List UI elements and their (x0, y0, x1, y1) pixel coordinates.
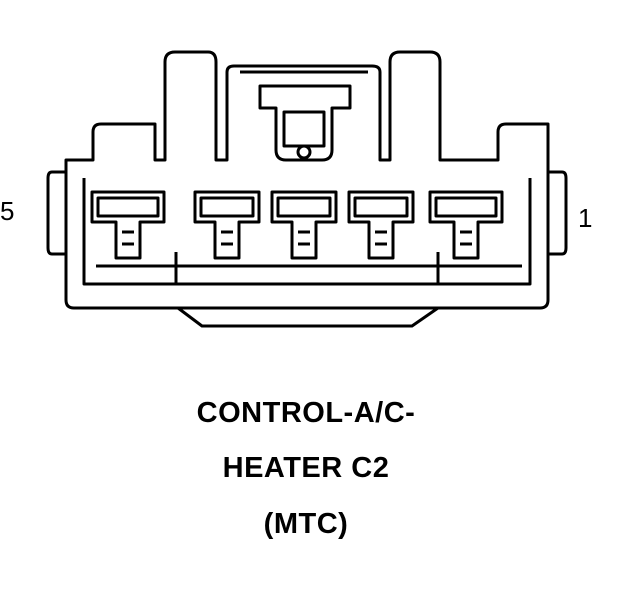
bottom-skirt (177, 306, 439, 328)
terminal-cavity (428, 190, 504, 260)
connector-title-line-1: CONTROL-A/C- (196, 397, 416, 429)
terminal-cavity (90, 190, 166, 260)
inner-face (82, 178, 532, 286)
lock-hole (296, 144, 312, 160)
connector-title-line-2: HEATER C2 (222, 452, 390, 484)
terminal-cavity (270, 190, 338, 260)
connector-housing (64, 50, 550, 310)
connector-title-line-3: (MTC) (263, 508, 349, 540)
pin-5-label: 5 (0, 196, 15, 226)
left-latch-ear (46, 170, 66, 256)
lock-tab (282, 110, 326, 148)
floor-rail (96, 252, 522, 284)
right-latch-ear (548, 170, 568, 256)
lock-frame (240, 70, 368, 162)
pin-1-label: 1 (578, 203, 593, 233)
terminal-cavity (347, 190, 415, 260)
terminal-cavity (193, 190, 261, 260)
